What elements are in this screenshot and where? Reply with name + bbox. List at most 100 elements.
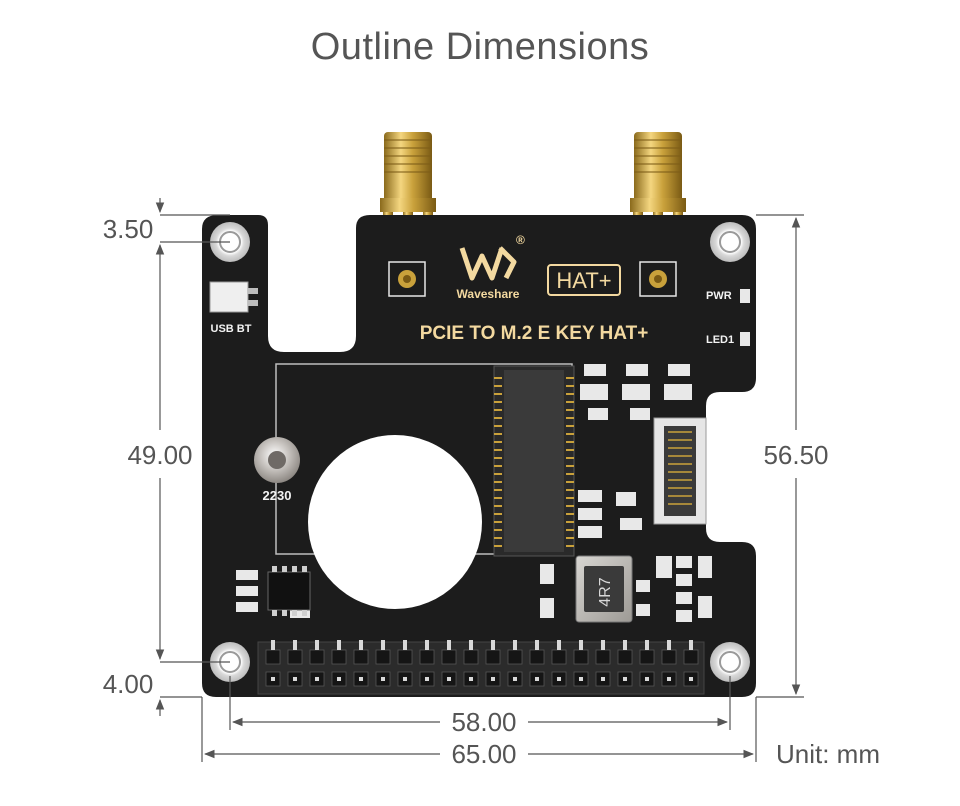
gpio-pin: [683, 649, 699, 665]
standoff-2230: [254, 437, 300, 483]
gpio-pin-tip: [689, 640, 693, 650]
standoff-label: 2230: [263, 488, 292, 503]
gpio-pin: [375, 649, 391, 665]
pwr-led: [740, 289, 750, 303]
gpio-pin: [463, 649, 479, 665]
inductor: [575, 555, 633, 623]
ufl-connector-right: [639, 261, 677, 297]
inductor-marking: 4R7: [597, 577, 614, 606]
gpio-pin-tip: [557, 677, 561, 681]
dimension-board-height-label: 56.50: [763, 440, 828, 470]
cooling-cutout: [308, 435, 482, 609]
dimension-bottom-hole-offset: [155, 696, 202, 716]
gpio-pin: [331, 649, 347, 665]
pwr-label: PWR: [706, 290, 732, 302]
dimension-bottom-hole-offset-label: 4.00: [103, 669, 154, 699]
gpio-pin-tip: [535, 677, 539, 681]
gpio-pin: [485, 649, 501, 665]
dimension-board-width-label: 65.00: [451, 739, 516, 769]
brand-label: Waveshare: [457, 287, 520, 301]
gpio-pin-tip: [601, 677, 605, 681]
gpio-pin: [353, 649, 369, 665]
gpio-pin-tip: [425, 640, 429, 650]
gpio-pin-tip: [579, 677, 583, 681]
soic8-chip: [267, 566, 311, 616]
gpio-pin-tip: [425, 677, 429, 681]
gpio-pin: [441, 649, 457, 665]
gpio-pin-tip: [271, 640, 275, 650]
gpio-pin: [639, 649, 655, 665]
page-title: Outline Dimensions: [310, 26, 650, 68]
gpio-pin-tip: [557, 640, 561, 650]
registered-mark: ®: [516, 233, 525, 247]
gpio-pin: [595, 649, 611, 665]
mounting-hole-bottom-right: [710, 642, 750, 682]
gpio-pin: [617, 649, 633, 665]
dimension-board-height: [756, 214, 804, 698]
gpio-pin: [529, 649, 545, 665]
gpio-pin: [265, 649, 281, 665]
gpio-pin-tip: [645, 677, 649, 681]
m2-slot: [493, 365, 575, 557]
gpio-pin-tip: [513, 640, 517, 650]
gpio-pin-tip: [403, 677, 407, 681]
gpio-header-40pin: [257, 640, 705, 695]
gpio-pin-tip: [645, 640, 649, 650]
gpio-pin-tip: [315, 677, 319, 681]
gpio-pin-tip: [469, 640, 473, 650]
gpio-pin-tip: [667, 677, 671, 681]
gpio-pin: [573, 649, 589, 665]
product-name: PCIE TO M.2 E KEY HAT+: [420, 323, 649, 344]
gpio-pin: [551, 649, 567, 665]
gpio-pin-tip: [337, 677, 341, 681]
gpio-pin-tip: [403, 640, 407, 650]
gpio-pin-tip: [293, 640, 297, 650]
dimension-top-hole-offset: [155, 198, 230, 243]
gpio-pin-tip: [579, 640, 583, 650]
gpio-pin-tip: [689, 677, 693, 681]
gpio-pin: [419, 649, 435, 665]
gpio-pin-tip: [293, 677, 297, 681]
gpio-pin-tip: [337, 640, 341, 650]
waveshare-logo-icon: [459, 246, 517, 281]
gpio-pin-tip: [271, 677, 275, 681]
usb-bt-label: USB BT: [211, 323, 252, 335]
gpio-pin-tip: [623, 677, 627, 681]
fpc-connector: [653, 417, 707, 525]
hat-label-box: [547, 264, 621, 296]
gpio-pin-tip: [359, 677, 363, 681]
mounting-hole-top-right: [710, 222, 750, 262]
gpio-pin: [661, 649, 677, 665]
gpio-pin-tip: [623, 640, 627, 650]
gpio-pin-tip: [535, 640, 539, 650]
gpio-pin-tip: [601, 640, 605, 650]
hat-label: HAT+: [556, 268, 611, 293]
led1-led: [740, 332, 750, 346]
dimension-hole-span-horizontal: [229, 676, 731, 730]
dimension-hole-span-horizontal-label: 58.00: [451, 707, 516, 737]
gpio-pin-tip: [491, 640, 495, 650]
dimension-hole-span-vertical-label: 49.00: [127, 440, 192, 470]
gpio-pin: [507, 649, 523, 665]
dimension-board-width: [201, 697, 757, 762]
unit-label: Unit: mm: [776, 739, 880, 769]
gpio-pin-tip: [381, 640, 385, 650]
smd-components: [236, 364, 712, 622]
led1-label: LED1: [706, 334, 734, 346]
gpio-pin-tip: [359, 640, 363, 650]
gpio-pin: [287, 649, 303, 665]
gpio-pin: [309, 649, 325, 665]
gpio-pin-tip: [447, 640, 451, 650]
gpio-pin-tip: [447, 677, 451, 681]
gpio-pin-tip: [667, 640, 671, 650]
gpio-pin-tip: [315, 640, 319, 650]
gpio-pin-tip: [469, 677, 473, 681]
usb-bt-connector: [209, 281, 258, 313]
ufl-connector-left: [388, 261, 426, 297]
gpio-pin: [397, 649, 413, 665]
gpio-pin-tip: [513, 677, 517, 681]
gpio-pin-tip: [381, 677, 385, 681]
gpio-pin-tip: [491, 677, 495, 681]
dimension-top-hole-offset-label: 3.50: [103, 214, 154, 244]
